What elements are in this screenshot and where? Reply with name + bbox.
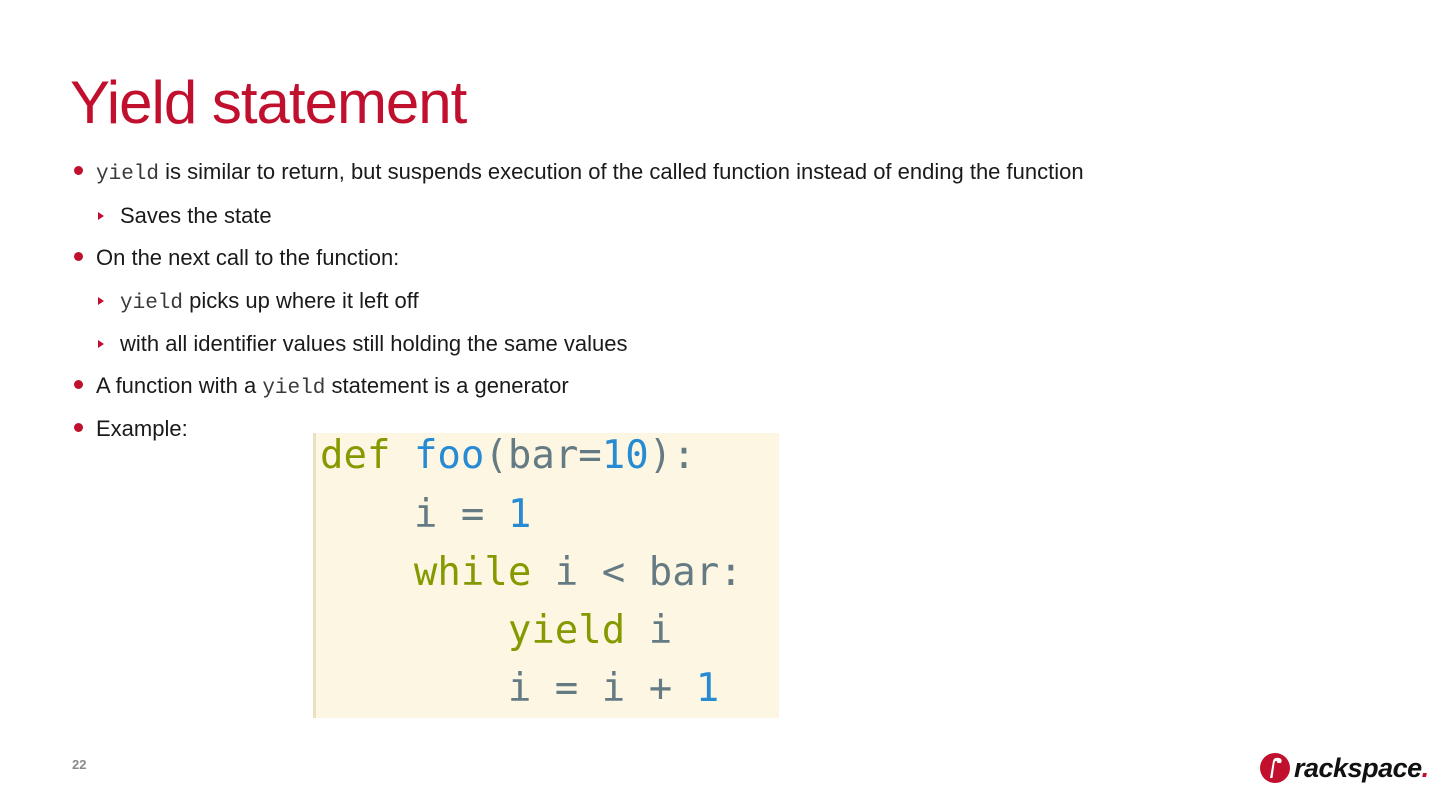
code-indent xyxy=(320,666,508,711)
sub-bullet-picks-up: yield picks up where it left off xyxy=(70,287,1390,315)
code-text: i xyxy=(625,608,673,653)
code-keyword: while xyxy=(413,550,532,595)
code-line: yield i xyxy=(320,608,672,654)
code-indent xyxy=(320,550,414,595)
code-text: i < bar: xyxy=(531,550,743,595)
bullet-generator: A function with a yield statement is a g… xyxy=(70,372,1390,400)
bullet-dot-icon xyxy=(74,380,83,389)
inline-code: yield xyxy=(262,377,326,400)
rackspace-logo: rackspace. xyxy=(1258,748,1429,788)
sub-bullet-text: with all identifier values still holding… xyxy=(120,331,628,356)
inline-code: yield xyxy=(120,292,184,315)
bullet-dot-icon xyxy=(74,423,83,432)
code-line: i = i + 1 xyxy=(320,666,719,712)
code-indent xyxy=(320,492,414,537)
code-space xyxy=(390,433,413,478)
code-keyword: yield xyxy=(507,608,626,653)
code-line: i = 1 xyxy=(320,492,531,538)
code-number: 1 xyxy=(695,666,720,711)
sub-bullet-text: picks up where it left off xyxy=(183,288,419,313)
code-function-name: foo xyxy=(413,433,485,478)
bullet-dot-icon xyxy=(74,252,83,261)
logo-wordmark-text: rackspace xyxy=(1294,752,1422,783)
code-keyword: def xyxy=(320,433,391,478)
bullet-text: On the next call to the function: xyxy=(96,245,400,270)
logo-wordmark-mark: . xyxy=(1421,752,1430,783)
code-number: 10 xyxy=(601,433,649,478)
code-number: 1 xyxy=(507,492,532,537)
bullet-dot-icon xyxy=(74,166,83,175)
code-line: while i < bar: xyxy=(320,550,743,596)
bullet-example: Example: xyxy=(70,415,1390,443)
sub-bullet-text: Saves the state xyxy=(120,203,272,228)
sub-bullet-arrow-icon xyxy=(98,212,104,220)
slide-title: Yield statement xyxy=(70,69,467,136)
sub-bullet-saves-state: Saves the state xyxy=(70,202,1390,230)
code-text: ): xyxy=(648,433,696,478)
bullet-text: is similar to return, but suspends execu… xyxy=(159,159,1084,184)
code-indent xyxy=(320,608,508,653)
code-text: (bar= xyxy=(484,433,602,478)
sub-bullet-arrow-icon xyxy=(98,340,104,348)
sub-bullet-identifier-values: with all identifier values still holding… xyxy=(70,330,1390,358)
logo-wordmark: rackspace. xyxy=(1294,753,1429,784)
bullet-text: A function with a xyxy=(96,373,263,398)
code-text: i = xyxy=(413,492,508,537)
bullet-list: yield is similar to return, but suspends… xyxy=(70,158,1390,443)
code-line: def foo(bar=10): xyxy=(320,433,696,479)
bullet-text: statement is a generator xyxy=(325,373,569,398)
bullet-next-call: On the next call to the function: xyxy=(70,244,1390,272)
page-number: 22 xyxy=(72,757,87,772)
rackspace-logo-icon xyxy=(1260,753,1290,783)
code-example-block: def foo(bar=10): i = 1 while i < bar: yi… xyxy=(313,433,779,718)
inline-code: yield xyxy=(96,163,160,186)
code-text: i = i + xyxy=(507,666,696,711)
sub-bullet-arrow-icon xyxy=(98,297,104,305)
bullet-text: Example: xyxy=(96,416,188,441)
bullet-yield-description: yield is similar to return, but suspends… xyxy=(70,158,1390,186)
